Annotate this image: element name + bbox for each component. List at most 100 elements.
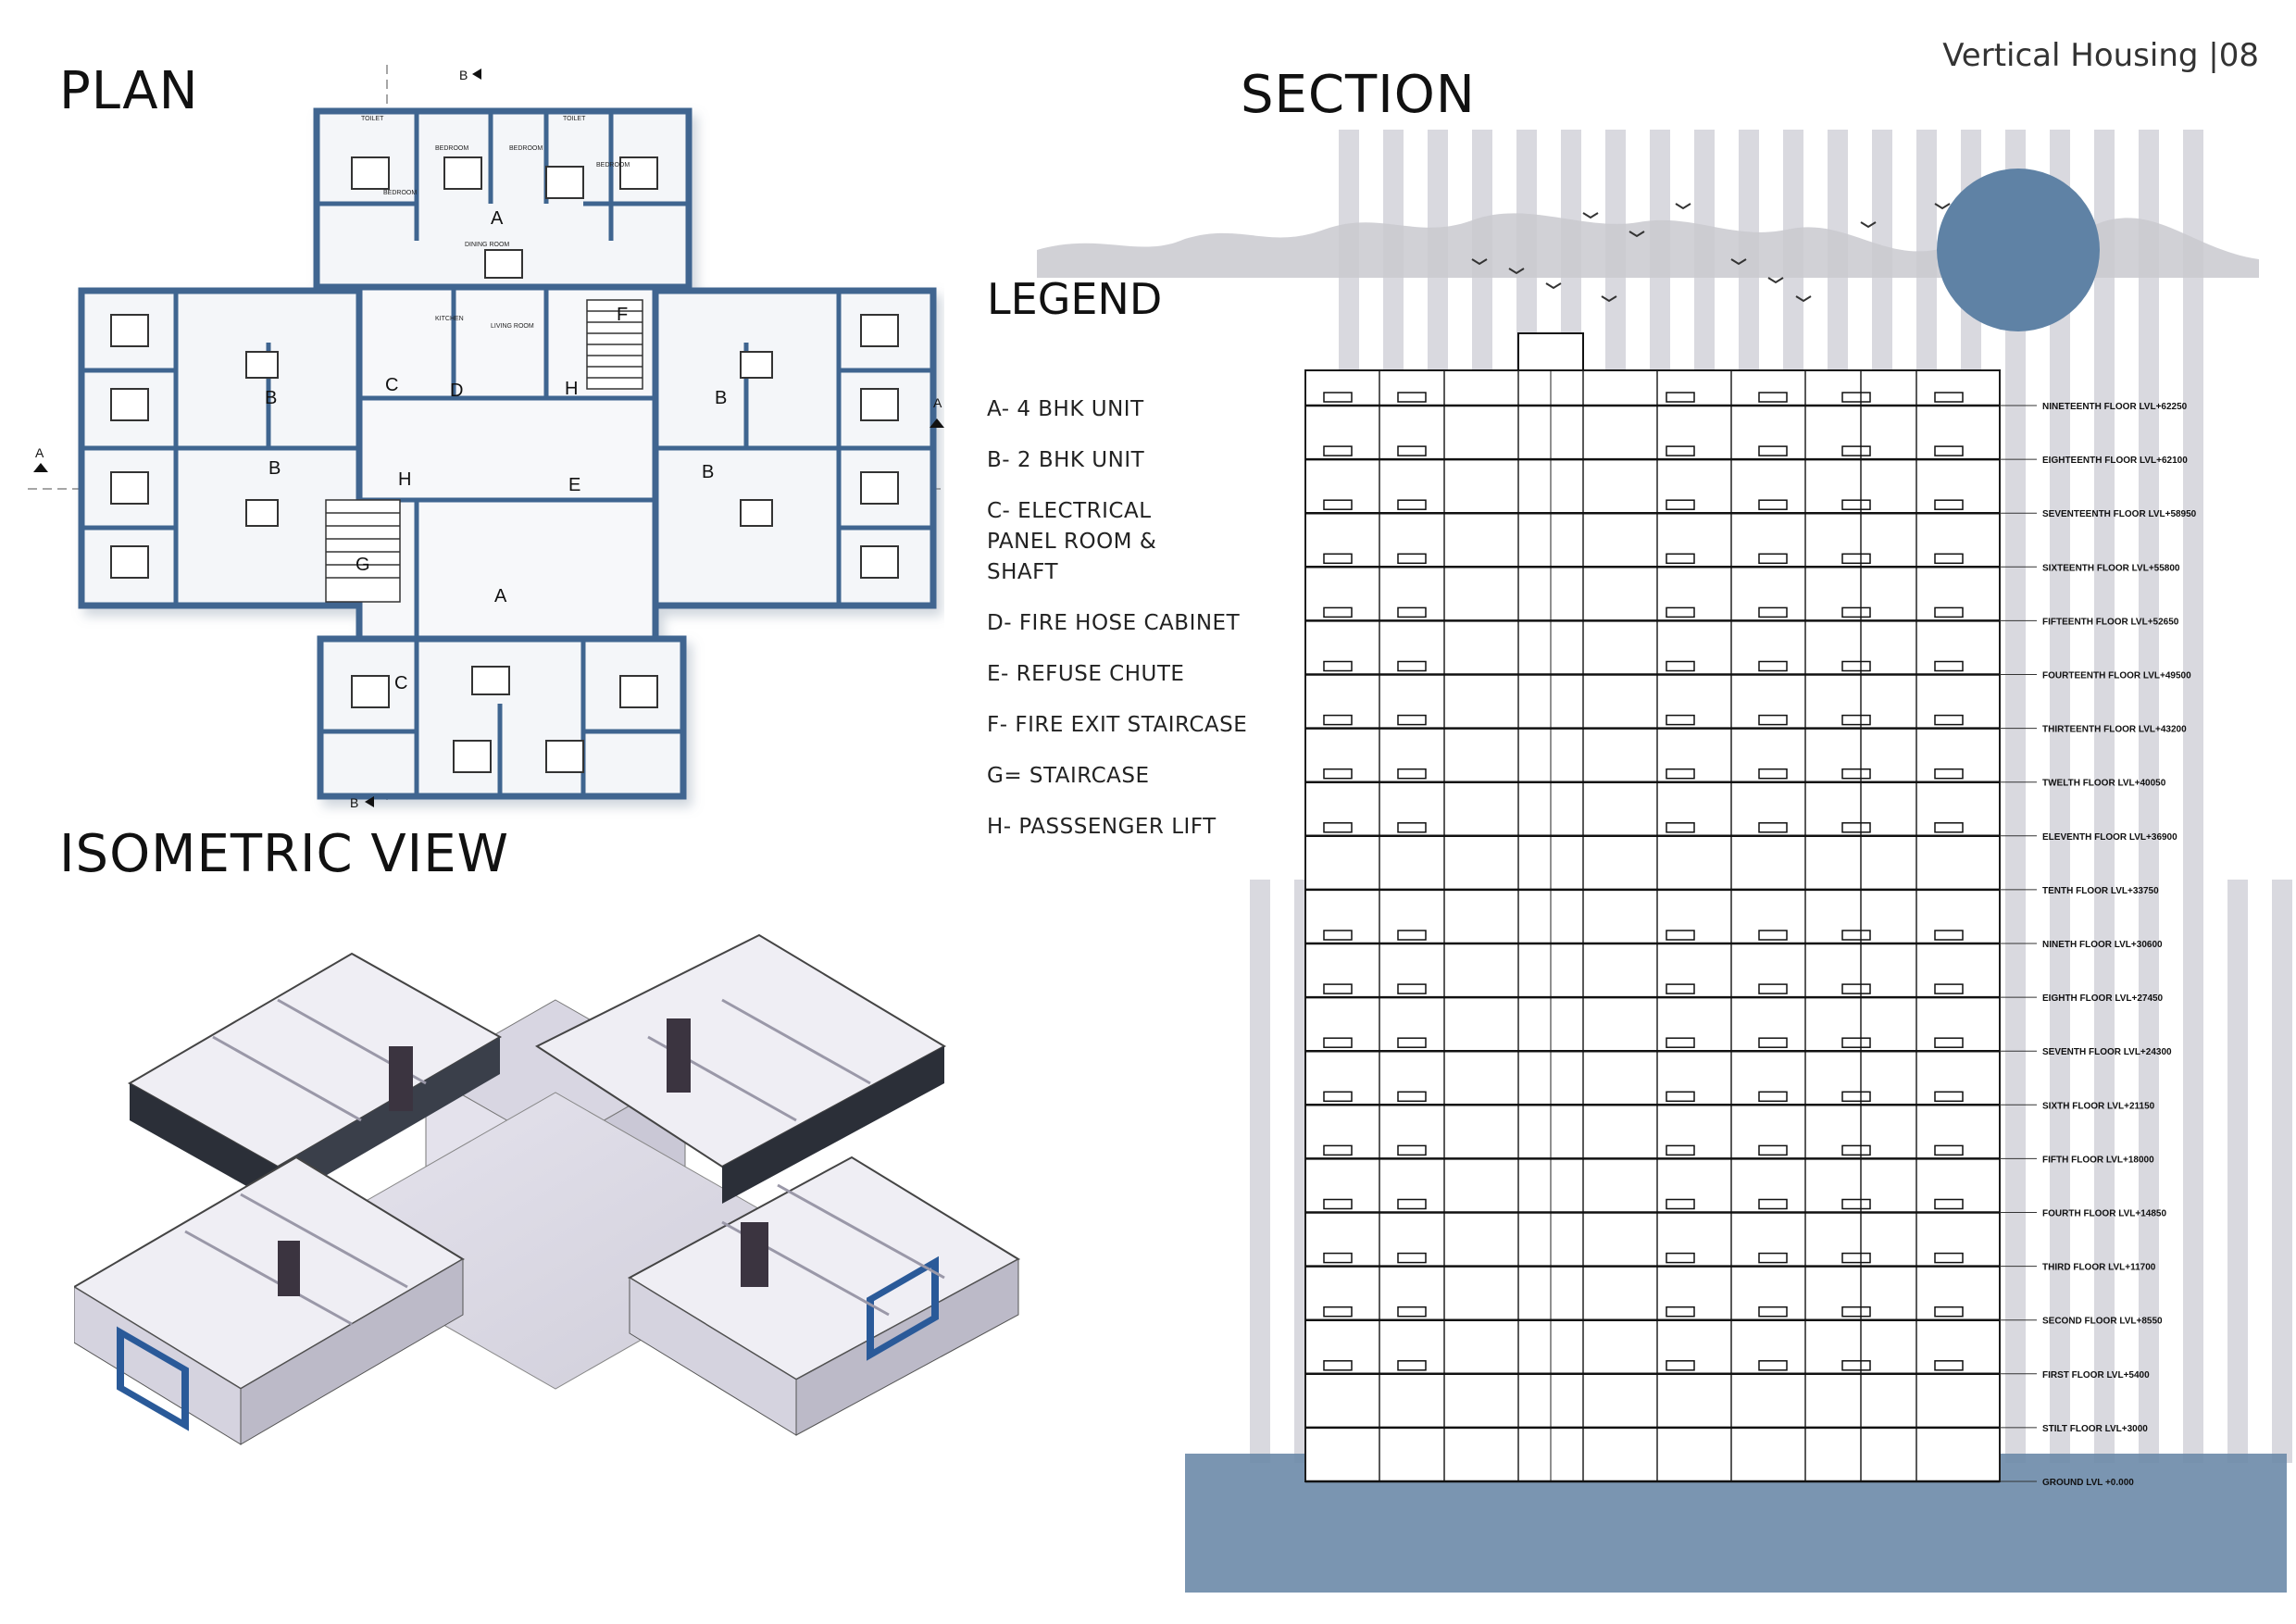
furniture-mark	[1323, 606, 1353, 618]
furniture-mark	[1323, 822, 1353, 833]
plan-label-b-left-bottom: B	[268, 458, 281, 479]
furniture-mark	[1666, 930, 1695, 941]
plan-label-b-left-top: B	[265, 388, 277, 408]
plan-label-h-upper: H	[565, 379, 578, 399]
furniture-mark	[1323, 553, 1353, 565]
furniture-mark	[1934, 1144, 1964, 1156]
section-title: SECTION	[1241, 65, 1476, 125]
furniture-mark	[1323, 983, 1353, 994]
level-label: SECOND FLOOR LVL+8550	[2042, 1317, 2163, 1327]
room-label-bedroom-2: BEDROOM	[509, 145, 543, 152]
level-label: FIFTH FLOOR LVL+18000	[2042, 1155, 2154, 1165]
birds	[1471, 203, 1951, 303]
plan-label-e: E	[568, 475, 580, 495]
furniture-mark	[1758, 983, 1788, 994]
furniture-mark	[1666, 553, 1695, 565]
furniture-mark	[1758, 768, 1788, 780]
furniture-mark	[1934, 983, 1964, 994]
furniture-mark	[1841, 1360, 1871, 1371]
furniture-mark	[1841, 768, 1871, 780]
room-label-bedroom-4: BEDROOM	[383, 190, 417, 196]
furniture-mark	[1841, 983, 1871, 994]
furniture-mark	[1397, 1144, 1427, 1156]
plan-label-b-right-top: B	[715, 388, 727, 408]
furniture-mark	[1758, 553, 1788, 565]
furniture-mark	[1758, 822, 1788, 833]
furniture-mark	[1758, 499, 1788, 510]
level-label: SEVENTEENTH FLOOR LVL+58950	[2042, 509, 2197, 519]
background-stripe	[2272, 880, 2292, 1463]
furniture-mark	[1934, 930, 1964, 941]
furniture-mark	[1934, 445, 1964, 456]
level-label: THIRTEENTH FLOOR LVL+43200	[2042, 725, 2187, 735]
level-label: EIGHTH FLOOR LVL+27450	[2042, 993, 2164, 1004]
furniture-mark	[1841, 1144, 1871, 1156]
furniture-mark	[1666, 499, 1695, 510]
furniture-mark	[1934, 392, 1964, 403]
section-marker-a-right: A	[933, 395, 942, 410]
legend-item-b: B- 2 BHK UNIT	[987, 448, 1145, 472]
furniture-mark	[1323, 930, 1353, 941]
background-stripe	[2183, 130, 2203, 1463]
level-label: SIXTEENTH FLOOR LVL+55800	[2042, 563, 2180, 573]
legend-list: A- 4 BHK UNIT B- 2 BHK UNIT C- ELECTRICA…	[987, 394, 1247, 863]
section-marker-b-top: B	[459, 68, 468, 82]
level-label: EIGHTEENTH FLOOR LVL+62100	[2042, 456, 2188, 466]
level-label: TENTH FLOOR LVL+33750	[2042, 886, 2159, 896]
furniture-mark	[1323, 499, 1353, 510]
furniture-mark	[1841, 392, 1871, 403]
legend-item-d: D- FIRE HOSE CABINET	[987, 611, 1241, 635]
furniture-mark	[1934, 553, 1964, 565]
furniture-mark	[1397, 1252, 1427, 1264]
furniture-mark	[1397, 1091, 1427, 1103]
furniture-mark	[1666, 606, 1695, 618]
building-outline	[1304, 369, 2001, 1482]
room-label-toilet-1: TOILET	[361, 116, 384, 122]
furniture-mark	[1666, 983, 1695, 994]
roof-lift-room	[1517, 332, 1584, 371]
plan-label-d: D	[450, 381, 463, 401]
furniture-mark	[1841, 553, 1871, 565]
furniture-mark	[1841, 660, 1871, 672]
furniture-mark	[1934, 768, 1964, 780]
furniture-mark	[1841, 1037, 1871, 1048]
furniture-mark	[1841, 1252, 1871, 1264]
level-label: FIRST FLOOR LVL+5400	[2042, 1370, 2150, 1380]
building-section	[1304, 332, 2001, 1483]
legend-item-c: C- ELECTRICAL PANEL ROOM & SHAFT	[987, 499, 1157, 584]
furniture-mark	[1323, 768, 1353, 780]
furniture-mark	[1758, 930, 1788, 941]
furniture-mark	[1397, 606, 1427, 618]
level-label: ELEVENTH FLOOR LVL+36900	[2042, 832, 2177, 843]
furniture-mark	[1397, 1037, 1427, 1048]
page-header-title: Vertical Housing |08	[1942, 37, 2259, 74]
level-label: NINETEENTH FLOOR LVL+62250	[2042, 402, 2188, 412]
furniture-mark	[1397, 445, 1427, 456]
furniture-mark	[1934, 1305, 1964, 1318]
furniture-mark	[1758, 1037, 1788, 1048]
section-marker-b-bottom: B	[350, 795, 358, 810]
room-label-bedroom-1: BEDROOM	[435, 145, 468, 152]
furniture-mark	[1841, 930, 1871, 941]
room-label-bedroom-3: BEDROOM	[596, 162, 630, 169]
legend-item-e: E- REFUSE CHUTE	[987, 662, 1185, 686]
plan-label-a-top: A	[491, 208, 504, 229]
level-label: TWELTH FLOOR LVL+40050	[2042, 779, 2166, 789]
plan-label-c-bottom: C	[394, 673, 407, 693]
furniture-mark	[1666, 392, 1695, 403]
furniture-mark	[1323, 445, 1353, 456]
plan-label-b-right-bottom: B	[702, 462, 714, 482]
furniture-mark	[1323, 1198, 1353, 1210]
furniture-mark	[1758, 392, 1788, 403]
furniture-mark	[1841, 1091, 1871, 1103]
furniture-mark	[1841, 822, 1871, 833]
legend-item-a: A- 4 BHK UNIT	[987, 397, 1144, 421]
floor-plan-drawing: A B B B B C D E F G H H A C B A A B BEDR…	[28, 65, 944, 810]
furniture-mark	[1934, 1360, 1964, 1371]
level-label: SIXTH FLOOR LVL+21150	[2042, 1101, 2155, 1111]
furniture-mark	[1841, 714, 1871, 726]
furniture-mark	[1666, 1037, 1695, 1048]
level-label: STILT FLOOR LVL+3000	[2042, 1424, 2148, 1434]
furniture-mark	[1323, 1037, 1353, 1048]
